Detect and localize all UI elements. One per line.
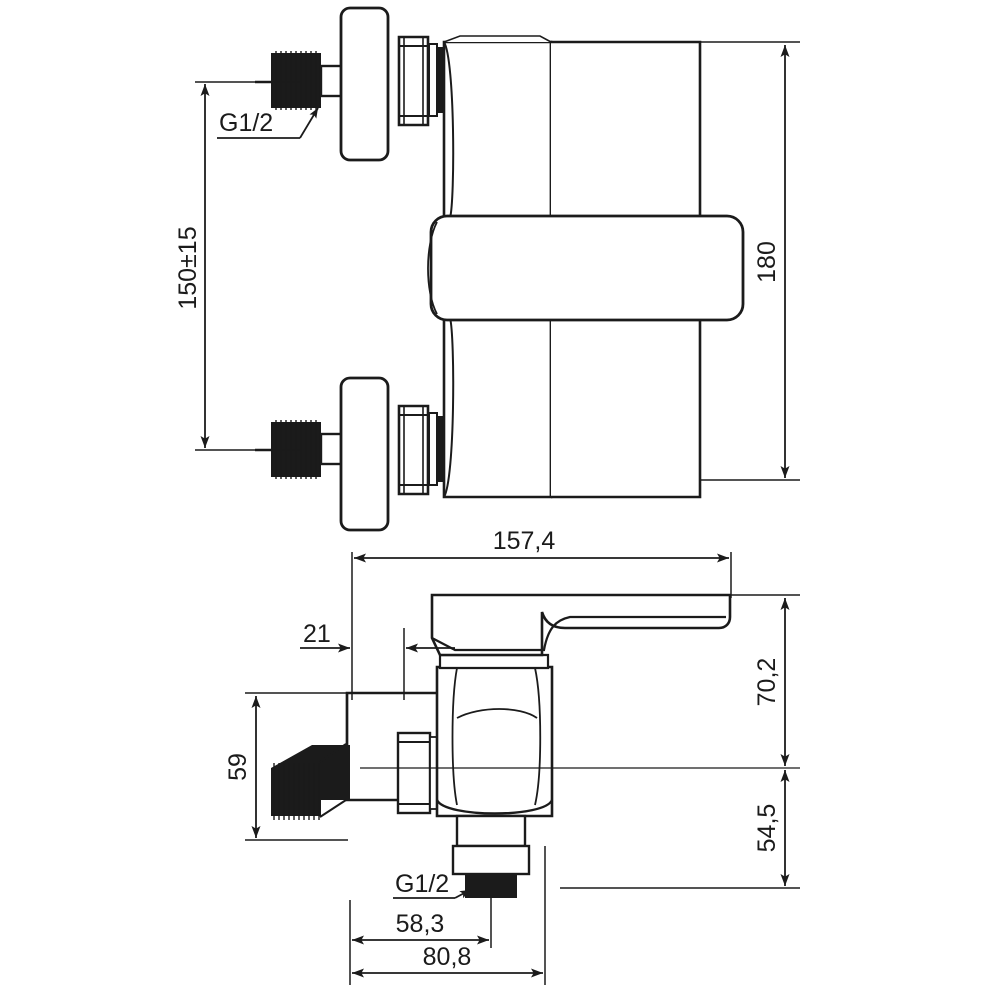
side-view-group xyxy=(271,593,800,898)
side-hex-nut xyxy=(396,731,440,815)
dim-label-wall-offset: 21 xyxy=(303,620,331,648)
dim-label-thread-top: G1/2 xyxy=(219,109,273,137)
outlet-boss xyxy=(455,814,527,848)
dim-label-overall-depth: 157,4 xyxy=(493,527,556,555)
lever-handle-front xyxy=(429,214,745,322)
lower-hex-nut xyxy=(397,404,430,496)
lower-washer-stack xyxy=(428,412,443,486)
upper-washer-stack xyxy=(428,43,443,117)
mixer-body-side xyxy=(435,653,554,898)
dim-label-thread-outlet: G1/2 xyxy=(395,870,449,898)
dim-label-overall-height: 180 xyxy=(753,241,781,283)
outlet-collar xyxy=(451,844,531,876)
mixer-body-front xyxy=(427,35,745,499)
dim-label-height-below-center: 54,5 xyxy=(753,804,781,853)
dim-label-outlet-offset: 58,3 xyxy=(396,910,445,938)
front-view-dimensions: 150±15 G1/2 180 xyxy=(174,41,800,481)
lower-inlet-assembly xyxy=(255,376,443,532)
side-thread-nipple-icon xyxy=(271,743,350,820)
lever-arm-side xyxy=(430,593,732,657)
dim-label-center-distance: 150±15 xyxy=(174,226,202,309)
upper-hex-nut xyxy=(397,35,430,127)
dim-label-height-above-center: 70,2 xyxy=(753,658,781,707)
dim-label-body-depth: 80,8 xyxy=(423,943,472,971)
outlet-thread-icon xyxy=(465,874,517,898)
leader-arrow-g12-top xyxy=(299,107,319,139)
front-view-group xyxy=(255,6,745,532)
upper-escutcheon xyxy=(339,6,390,162)
side-view-dimensions: 157,4 21 59 70,2 54,5 G1/2 xyxy=(224,527,800,985)
upper-inlet-assembly xyxy=(255,6,443,162)
upper-thread-nipple-icon xyxy=(255,51,321,110)
lower-escutcheon xyxy=(339,376,390,532)
leader-arrow-g12-bottom xyxy=(454,889,471,899)
dim-label-escutcheon-height: 59 xyxy=(224,753,252,781)
